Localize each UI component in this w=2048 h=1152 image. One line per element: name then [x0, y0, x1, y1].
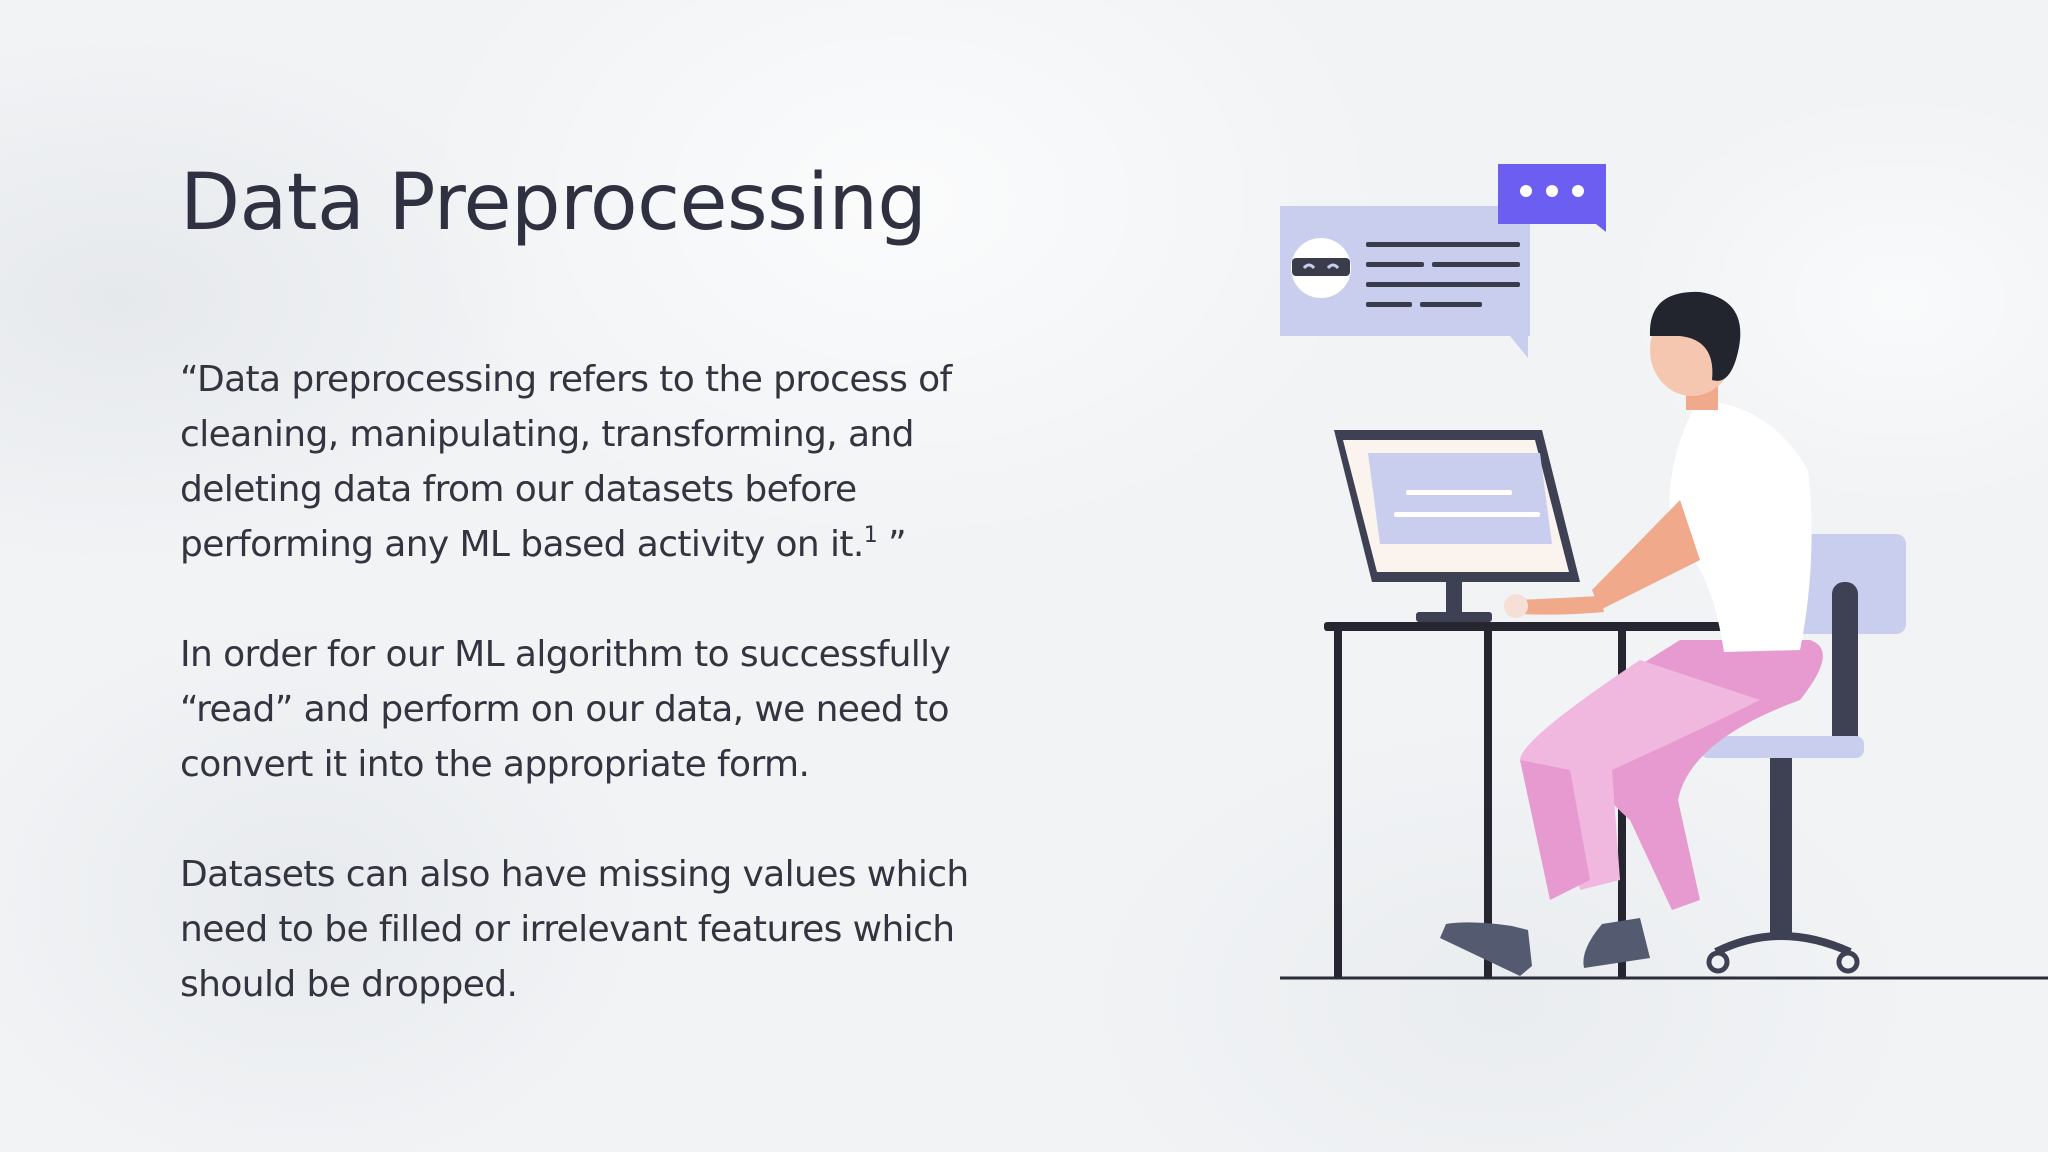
chat-bubble-icon [1280, 206, 1530, 358]
person-at-computer-illustration [1280, 164, 2048, 980]
computer-monitor-icon [1334, 430, 1580, 622]
body-text: “Data preprocessing refers to the proces… [180, 352, 1060, 1067]
definition-paragraph: “Data preprocessing refers to the proces… [180, 352, 1060, 572]
person-icon [1440, 291, 1823, 976]
footnote-marker: 1 [863, 523, 878, 548]
definition-text: “Data preprocessing refers to the proces… [180, 359, 952, 565]
page-title: Data Preprocessing [180, 158, 927, 248]
conversion-paragraph: In order for our ML algorithm to success… [180, 634, 951, 785]
definition-close-quote: ” [877, 524, 907, 565]
typing-bubble-icon [1498, 164, 1606, 232]
missing-values-paragraph: Datasets can also have missing values wh… [180, 854, 969, 1005]
